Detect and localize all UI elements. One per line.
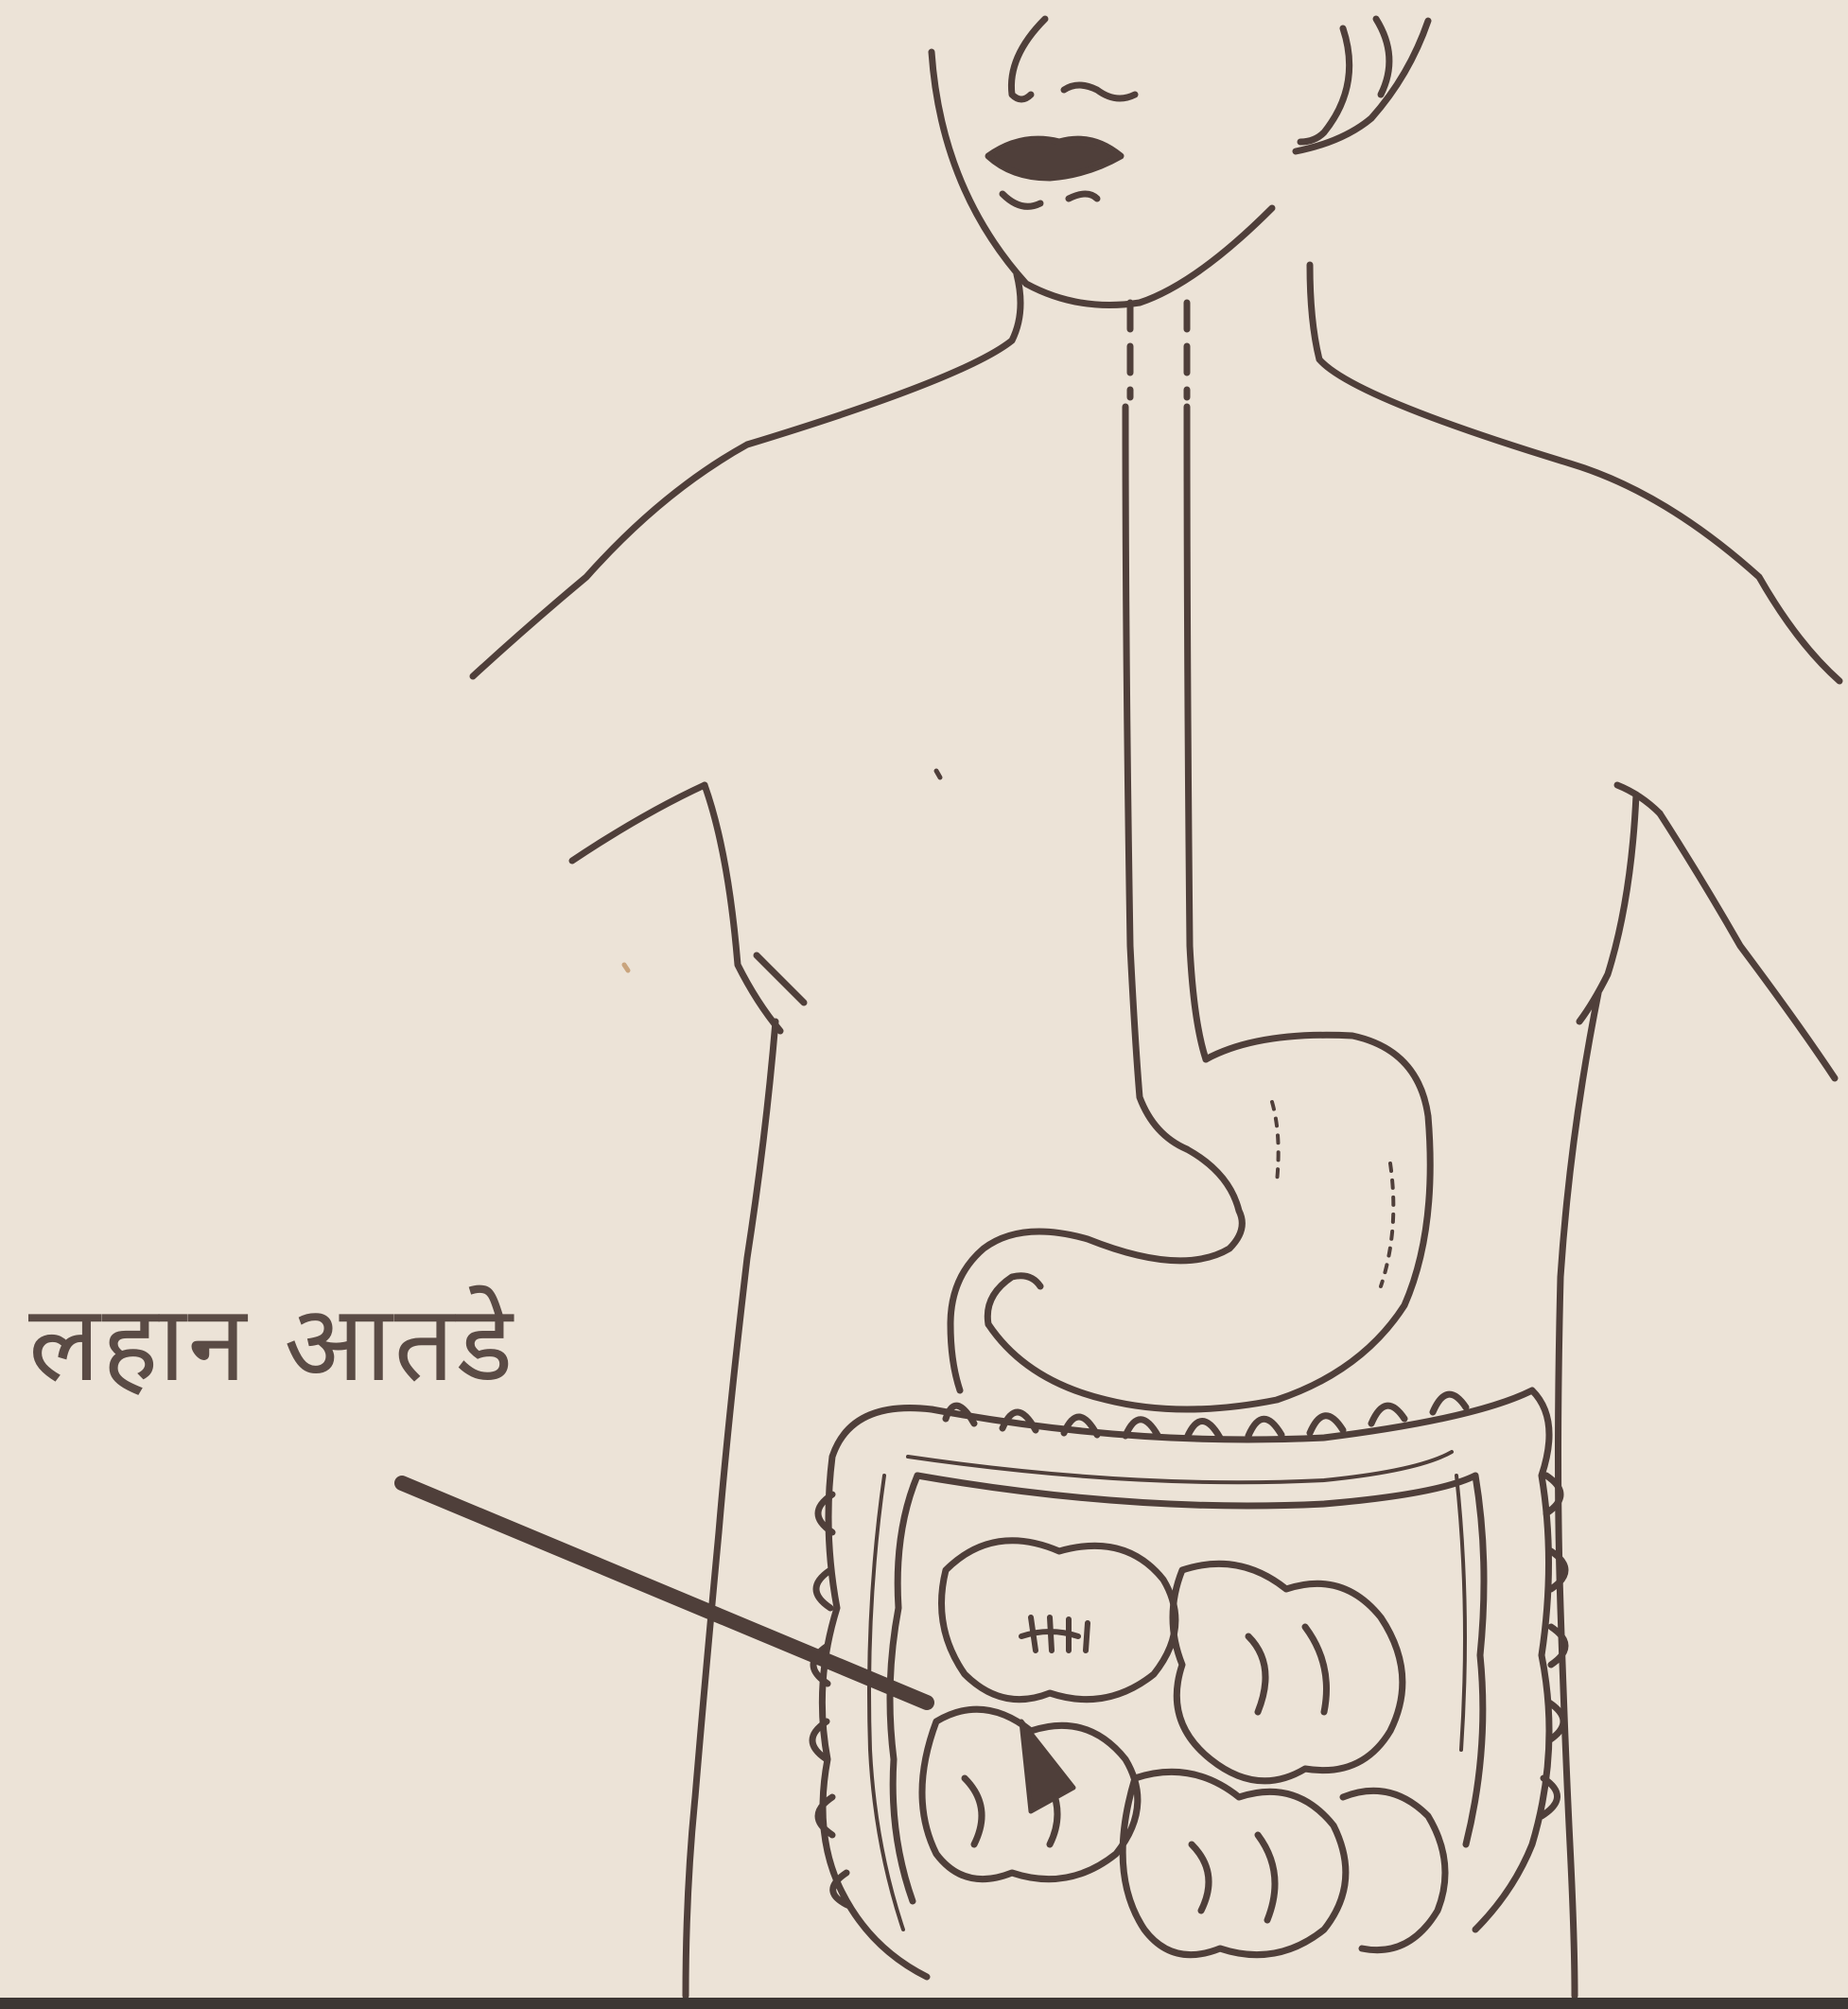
small-intestine-label: लहान आतडे xyxy=(28,1291,514,1397)
esophagus xyxy=(1125,303,1206,1149)
large-intestine xyxy=(812,1390,1565,1977)
stomach xyxy=(950,1035,1430,1409)
face-outline xyxy=(932,19,1428,306)
pointer-line xyxy=(402,1483,927,1703)
bottom-rule xyxy=(0,1998,1848,2009)
small-intestine xyxy=(922,1541,1445,1955)
